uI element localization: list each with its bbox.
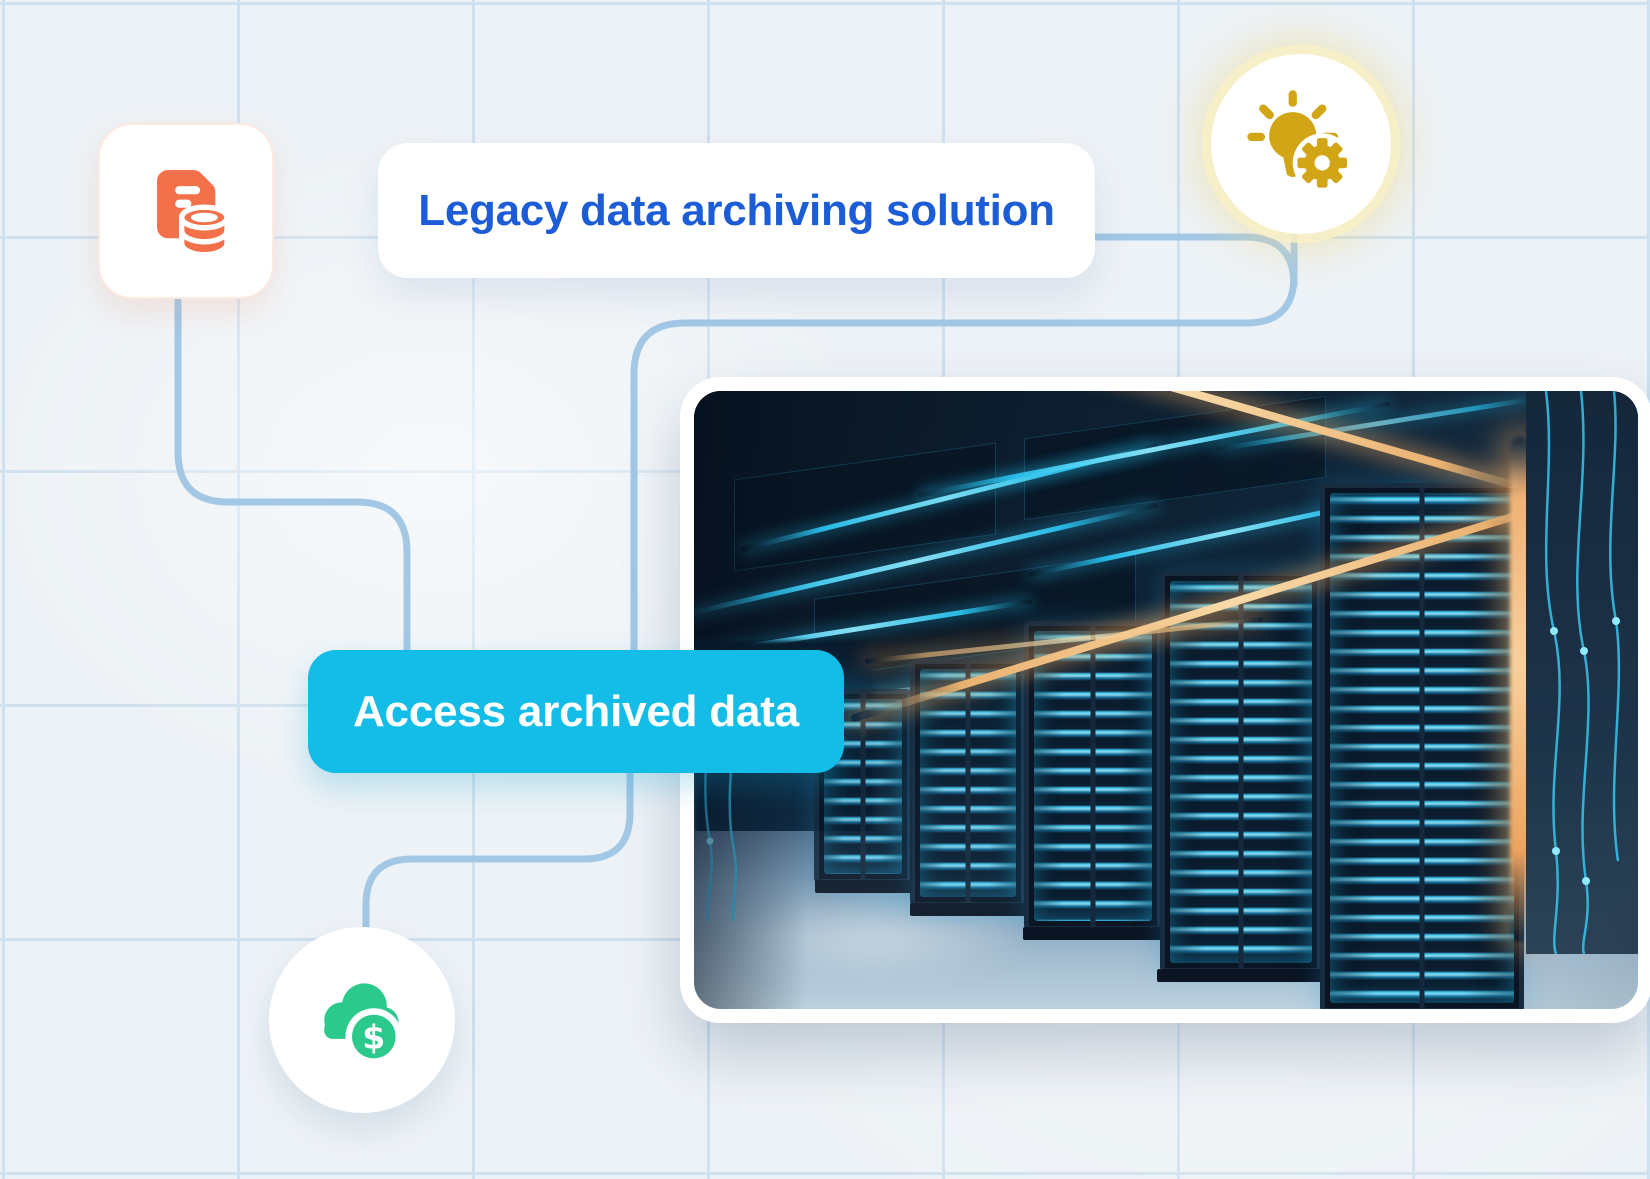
lightbulb-gear-icon <box>1247 90 1352 193</box>
access-archived-data-button[interactable]: Access archived data <box>308 650 844 773</box>
idea-icon-circle <box>1211 54 1391 234</box>
server-rack-lights <box>1330 493 1514 1003</box>
title-pill-label: Legacy data archiving solution <box>418 185 1055 235</box>
server-rack-lights <box>1170 581 1312 963</box>
legacy-data-icon-card <box>98 123 274 299</box>
server-rack <box>1157 571 1325 982</box>
connector-pill-to-line <box>1081 233 1298 289</box>
svg-text:$: $ <box>362 1017 385 1056</box>
connector-bulb-to-button <box>630 224 1298 656</box>
title-pill: Legacy data archiving solution <box>378 143 1095 278</box>
connector-button-to-cloud <box>362 766 634 936</box>
connector-card-to-button <box>174 289 411 656</box>
cloud-dollar-icon: $ <box>324 983 403 1065</box>
access-archived-data-label: Access archived data <box>352 686 800 736</box>
circuit-wall <box>1526 391 1638 954</box>
server-rack <box>1022 621 1164 940</box>
circuit-traces <box>1544 391 1621 954</box>
server-rack-lights <box>920 669 1016 897</box>
cloud-cost-icon-circle: $ <box>269 927 455 1113</box>
document-database-icon <box>157 169 230 258</box>
server-rack-lights <box>1034 631 1152 921</box>
